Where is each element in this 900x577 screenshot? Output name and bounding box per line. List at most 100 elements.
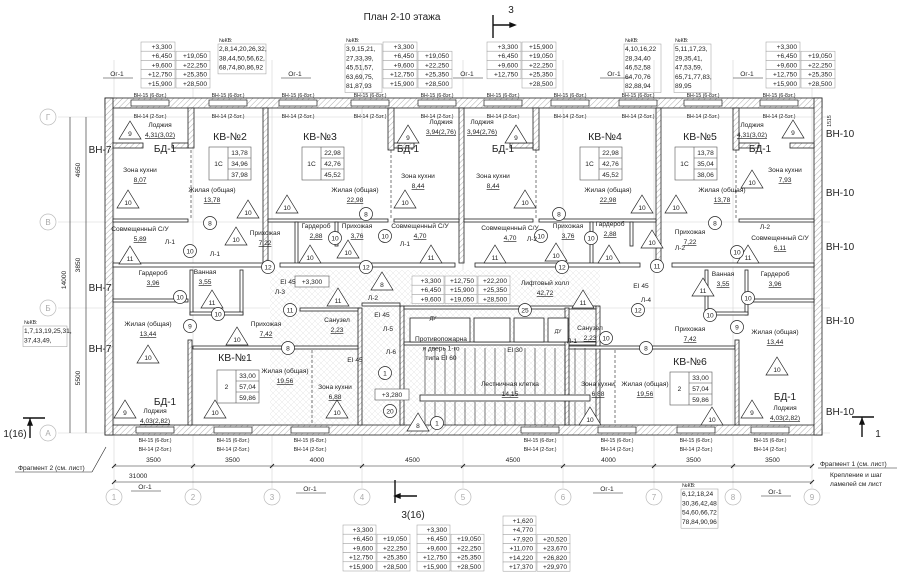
dimension-tick — [560, 463, 566, 469]
fence-label: Ог-1 — [460, 71, 474, 78]
room-finish-tag-value: 10 — [333, 410, 341, 417]
room-name: Лоджия — [773, 405, 797, 412]
list-line: 28,34,40 — [625, 55, 651, 62]
room-name: Гардероб — [760, 270, 789, 278]
room-area: 3,76 — [351, 233, 364, 240]
axis-bubble — [105, 488, 123, 506]
door-tag — [741, 291, 755, 305]
room-name: Гардероб — [138, 269, 167, 277]
room-name: Зона кухни — [401, 173, 435, 180]
room-area: 2,88 — [310, 233, 323, 240]
room-name: Жилая (общая) — [698, 186, 745, 194]
dimension-value: 4000 — [601, 457, 616, 464]
elevation-value: +22,250 — [529, 62, 553, 69]
apartment-room-count: 1С — [214, 161, 223, 168]
apartment-area-table — [208, 146, 252, 181]
room-name: Ванная — [712, 271, 735, 278]
room-finish-tag-value: 10 — [124, 200, 132, 207]
window-label-upper: ВН-15 (6-8эт.) — [139, 438, 172, 444]
list-line: 64,70,76 — [625, 74, 651, 81]
window-label-upper: ВН-15 (6-8эт.) — [487, 93, 520, 99]
window-label-upper: ВН-15 (6-8эт.) — [134, 93, 167, 99]
room-area: 6,11 — [774, 245, 787, 252]
door-tag-value: 10 — [587, 235, 595, 242]
door-tag — [378, 229, 392, 243]
elevation-value: +15,900 — [423, 564, 447, 571]
elevation-value: +6,450 — [777, 53, 798, 60]
elevation-value: +14,220 — [509, 555, 533, 562]
list-line: 63,69,75, — [346, 74, 374, 81]
room-finish-tag — [200, 289, 224, 309]
apartment-room-count: 2 — [225, 384, 229, 391]
room-name: Санузел — [324, 317, 350, 324]
elevation-value: +12,750 — [148, 72, 172, 79]
dimension-tick — [269, 463, 275, 469]
door-tag — [534, 229, 548, 243]
apartment-area: 38,06 — [697, 172, 714, 179]
list-line: 82,88,94 — [625, 83, 651, 90]
door-tag — [639, 341, 653, 355]
door-tag — [211, 307, 225, 321]
door-tag — [708, 216, 722, 230]
list-line: 38,44,50,56,62, — [219, 55, 265, 62]
room-finish-tag-value: 10 — [144, 355, 152, 362]
list-line: 89,95 — [675, 83, 692, 90]
window — [597, 426, 637, 434]
elevation-value: +4,770 — [513, 527, 534, 534]
apartment-number-list: №КВ:2,8,14,20,26,32,38,44,50,56,62,68,74… — [217, 38, 267, 75]
room-name: Прихожая — [251, 321, 282, 328]
room-finish-tag — [419, 244, 443, 264]
room-finish-tag-value: 10 — [401, 200, 409, 207]
room-area: 7,42 — [684, 336, 697, 343]
fence-label: Ог-1 — [607, 71, 621, 78]
window — [417, 99, 457, 107]
axis-bubble — [184, 488, 202, 506]
room-name: Жилая (общая) — [124, 320, 171, 328]
level-mark: +3,280 — [382, 392, 403, 399]
room-name: Гардероб — [301, 222, 330, 230]
window — [676, 426, 716, 434]
list-line: 27,33,39, — [346, 55, 374, 62]
dimension-value: 4650 — [75, 162, 82, 177]
room-finish-tag — [396, 124, 420, 144]
elevation-value: +26,820 — [543, 555, 567, 562]
elevation-table: +3,300+6,450+9,600+12,750+15,900+19,050+… — [411, 275, 511, 304]
door-tag-value: 10 — [176, 294, 184, 301]
door-tag-value: 8 — [286, 345, 290, 352]
wall-type-label: ВН-10 — [826, 242, 855, 253]
room-name: Жилая (общая) — [261, 367, 308, 375]
window-label-lower: ВН-14 (2-5эт.) — [134, 114, 167, 120]
smoke-exhaust-label: ДУ — [555, 329, 563, 335]
apartment-room-count: 1С — [585, 161, 594, 168]
apartment-area: 22,98 — [324, 150, 341, 157]
window — [483, 99, 523, 107]
window-label-upper: ВН-15 (6-8эт.) — [282, 93, 315, 99]
section-marker-bottom — [393, 480, 417, 503]
axis-bubble — [39, 213, 57, 231]
fence-label: Ог-1 — [138, 484, 152, 491]
elevation-value: +23,670 — [543, 546, 567, 553]
fire-rating-label: EI 45 — [347, 357, 363, 364]
room-finish-tag — [513, 189, 537, 209]
room-finish-tag — [781, 119, 805, 139]
room-area: 3,96 — [769, 281, 782, 288]
room-finish-tag — [640, 229, 664, 249]
fastening-note: Крепление и шаг — [830, 472, 883, 479]
elevation-value: +17,370 — [509, 564, 533, 571]
room-area: 4,70 — [414, 233, 427, 240]
room-finish-tag — [203, 399, 227, 419]
apartment-number: КВ-№1 — [218, 352, 252, 364]
elevation-value: +9,600 — [427, 545, 448, 552]
room-area: 6,88 — [592, 391, 605, 398]
apartment-room-count: 1С — [307, 161, 316, 168]
room-area: 8,44 — [487, 183, 500, 190]
room-name: Зона кухни — [581, 381, 615, 388]
door-tag — [283, 303, 297, 317]
apartment-number: КВ-№2 — [213, 131, 247, 143]
balcony-door-label: БД-1 — [154, 144, 177, 155]
room-finish-tag — [225, 326, 249, 346]
fastening-note: ламелей см лист — [830, 480, 882, 488]
list-line: 78,84,90,96 — [682, 519, 717, 526]
room-area: 4,70 — [504, 235, 517, 242]
room-finish-tag — [224, 226, 248, 246]
